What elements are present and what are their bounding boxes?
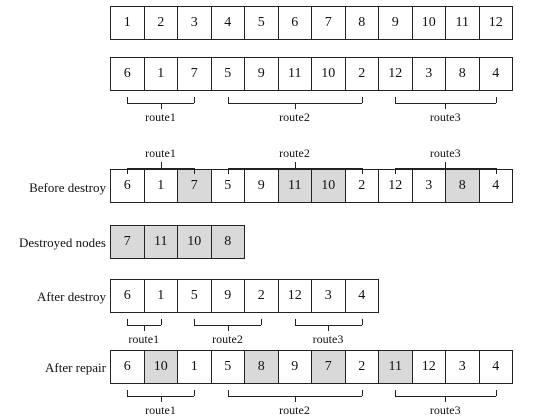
label-before-destroy: Before destroy: [29, 180, 106, 195]
route-brace-solution_below-2: [227, 97, 363, 111]
route-brace-after_repair_below-1: [127, 390, 195, 404]
cell-after-repair-1: 6: [110, 350, 145, 384]
route-brace-before_destroy_above-2: [227, 162, 363, 176]
route-label-solution_below-3: route3: [429, 110, 461, 124]
cell-before-destroy-2: 1: [143, 169, 178, 203]
label-after-destroy: After destroy: [37, 289, 106, 304]
cell-after-repair-11: 3: [445, 350, 480, 384]
cell-index-2: 2: [143, 6, 178, 40]
route-label-solution_below-2: route2: [279, 110, 310, 124]
cell-before-destroy-5: 9: [244, 169, 279, 203]
cell-after-repair-12: 4: [478, 350, 513, 384]
cell-before-destroy-9: 12: [378, 169, 413, 203]
route-brace-after_repair_below-2: [227, 390, 363, 404]
route-brace-after_destroy_below-2: [194, 319, 262, 333]
cell-solution-11: 8: [445, 57, 480, 91]
cell-index-7: 7: [311, 6, 346, 40]
cell-solution-12: 4: [478, 57, 513, 91]
cell-solution-10: 3: [411, 57, 446, 91]
cell-after-repair-9: 11: [378, 350, 413, 384]
label-after-repair: After repair: [45, 360, 106, 375]
route-label-solution_below-1: route1: [145, 110, 176, 124]
cell-after-destroy-3: 5: [177, 279, 212, 313]
cell-destroyed-nodes-3: 10: [177, 225, 212, 259]
cell-destroyed-nodes-4: 8: [210, 225, 245, 259]
cell-after-destroy-5: 2: [244, 279, 279, 313]
cell-after-destroy-4: 9: [210, 279, 245, 313]
route-label-after_repair_below-1: route1: [145, 403, 176, 417]
cell-index-4: 4: [210, 6, 245, 40]
route-label-after_destroy_below-3: route3: [312, 332, 344, 346]
label-destroyed-nodes: Destroyed nodes: [18, 235, 106, 250]
cell-destroyed-nodes-1: 7: [110, 225, 145, 259]
cell-index-1: 1: [110, 6, 145, 40]
cell-index-6: 6: [277, 6, 312, 40]
cell-after-destroy-6: 12: [277, 279, 312, 313]
route-label-after_repair_below-2: route2: [279, 403, 310, 417]
route-label-after_destroy_below-2: route2: [212, 332, 243, 346]
cell-index-9: 9: [378, 6, 413, 40]
route-brace-before_destroy_above-1: [127, 162, 195, 176]
cell-solution-7: 10: [311, 57, 346, 91]
cell-solution-9: 12: [378, 57, 413, 91]
cell-after-repair-8: 2: [344, 350, 379, 384]
route-brace-solution_below-1: [127, 97, 195, 111]
cell-after-repair-10: 12: [411, 350, 446, 384]
cell-solution-5: 9: [244, 57, 279, 91]
cell-after-repair-2: 10: [143, 350, 178, 384]
cell-after-destroy-8: 4: [344, 279, 379, 313]
route-brace-solution_below-3: [395, 97, 497, 111]
cell-after-repair-5: 8: [244, 350, 279, 384]
route-label-after_repair_below-3: route3: [429, 403, 461, 417]
cell-before-destroy-7: 10: [311, 169, 346, 203]
cell-before-destroy-11: 8: [445, 169, 480, 203]
route-brace-before_destroy_above-3: [395, 162, 497, 176]
cell-solution-1: 6: [110, 57, 145, 91]
route-label-before_destroy_above-1: route1: [145, 146, 176, 160]
cell-solution-4: 5: [210, 57, 245, 91]
cell-after-repair-6: 9: [277, 350, 312, 384]
cell-index-11: 11: [445, 6, 480, 40]
cell-index-5: 5: [244, 6, 279, 40]
cell-after-destroy-2: 1: [143, 279, 178, 313]
route-brace-after_destroy_below-3: [294, 319, 363, 333]
cell-solution-3: 7: [177, 57, 212, 91]
cell-after-repair-3: 1: [177, 350, 212, 384]
route-label-after_destroy_below-1: route1: [128, 332, 160, 346]
cell-destroyed-nodes-2: 11: [143, 225, 178, 259]
route-brace-after_repair_below-3: [395, 390, 497, 404]
cell-before-destroy-12: 4: [478, 169, 513, 203]
cell-after-destroy-1: 6: [110, 279, 145, 313]
cell-solution-6: 11: [277, 57, 312, 91]
cell-index-8: 8: [344, 6, 379, 40]
route-label-before_destroy_above-3: route3: [429, 146, 461, 160]
cell-solution-2: 1: [143, 57, 178, 91]
cell-index-3: 3: [177, 6, 212, 40]
cell-before-destroy-6: 11: [277, 169, 312, 203]
cell-after-destroy-7: 3: [311, 279, 346, 313]
cell-index-10: 10: [411, 6, 446, 40]
route-label-before_destroy_above-2: route2: [279, 146, 310, 160]
cell-after-repair-4: 5: [210, 350, 245, 384]
cell-index-12: 12: [478, 6, 513, 40]
cell-after-repair-7: 7: [311, 350, 346, 384]
route-brace-after_destroy_below-1: [127, 319, 162, 333]
cell-solution-8: 2: [344, 57, 379, 91]
